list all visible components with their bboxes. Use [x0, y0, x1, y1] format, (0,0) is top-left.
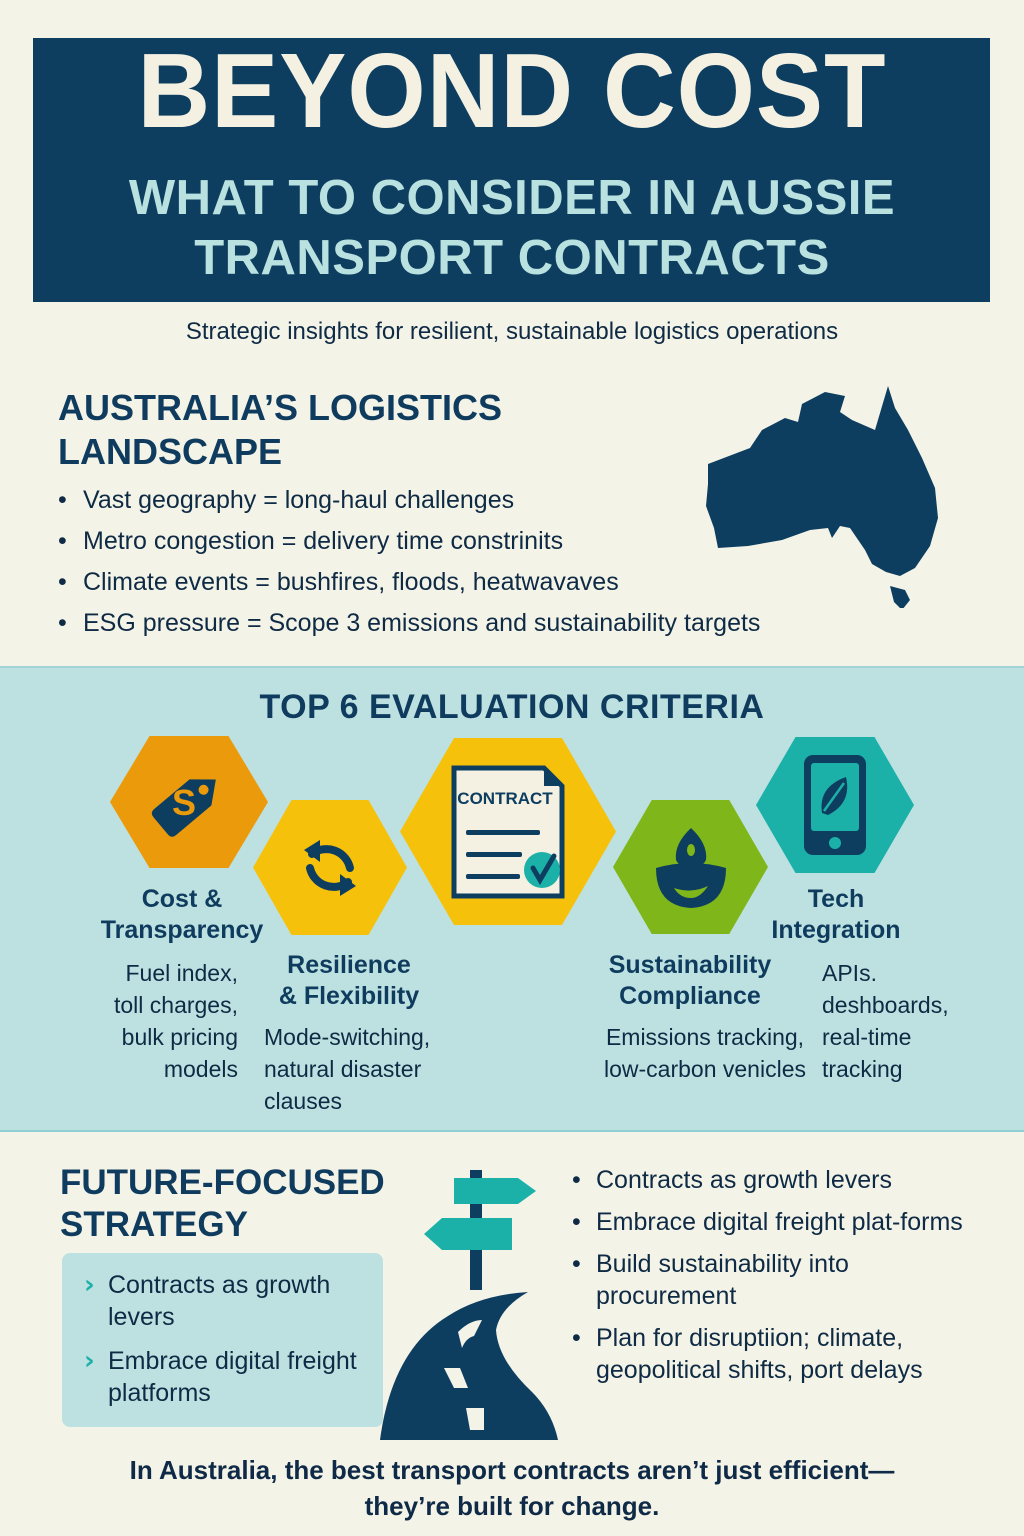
landscape-item: Climate events = bushfires, floods, heat… [58, 562, 878, 603]
future-list: Contracts as growth levers Embrace digit… [572, 1164, 992, 1396]
eco-drop-icon [655, 828, 726, 908]
contract-document-icon: CONTRACT [451, 765, 565, 898]
criterion-resilience-label: Resilience & Flexibility [264, 950, 434, 1012]
future-list-item: Plan for disruptiion; climate, geopoliti… [572, 1322, 992, 1386]
future-list-item: Contracts as growth levers [572, 1164, 992, 1196]
svg-text:S: S [172, 782, 196, 823]
page-subtitle: WHAT TO CONSIDER IN AUSSIE TRANSPORT CON… [0, 168, 1024, 288]
criteria-heading: TOP 6 EVALUATION CRITERIA [259, 688, 765, 726]
label-line: Sustainability [608, 951, 772, 979]
callout-item: › Embrace digital freight platforms [84, 1345, 371, 1409]
criterion-resilience-desc: Mode-switching, natural disaster clauses [264, 1021, 474, 1117]
subtitle-line-2: TRANSPORT CONTRACTS [194, 231, 830, 285]
desc-line: Fuel index, [125, 960, 238, 986]
callout-text: Embrace digital freight platforms [108, 1347, 357, 1407]
desc-line: bulk pricing [121, 1024, 238, 1050]
page-title: BEYOND COST [137, 32, 887, 150]
desc-line: models [163, 1056, 238, 1082]
criterion-cost-label: Cost & Transparency [92, 884, 272, 946]
header-banner [33, 38, 990, 302]
future-callout-box: › Contracts as growth levers › Embrace d… [62, 1253, 383, 1427]
label-line: Integration [771, 916, 901, 944]
criterion-tech-label: Tech Integration [760, 884, 912, 946]
desc-line: natural disaster [264, 1056, 422, 1082]
svg-text:CONTRACT: CONTRACT [457, 789, 553, 808]
criterion-sustainability-desc: Emissions tracking, low-carbon venicles [585, 1021, 825, 1085]
criterion-cost-desc: Fuel index, toll charges, bulk pricing m… [88, 957, 238, 1085]
label-line: Resilience [287, 951, 411, 979]
contract-hexagon: CONTRACT [400, 738, 616, 925]
criterion-tech-desc: APIs. deshboards, real-time tracking [822, 957, 982, 1085]
signpost-road-icon [380, 1170, 558, 1440]
future-heading: FUTURE-FOCUSED STRATEGY [60, 1162, 400, 1246]
callout-text: Contracts as growth levers [108, 1271, 331, 1331]
desc-line: tracking [822, 1056, 903, 1082]
criterion-sustainability-label: Sustainability Compliance [592, 950, 788, 1012]
tagline: Strategic insights for resilient, sustai… [185, 318, 839, 345]
chevron-right-icon: › [84, 1346, 95, 1376]
refresh-cycle-icon [304, 839, 356, 896]
landscape-item: Metro congestion = delivery time constri… [58, 521, 878, 562]
label-line: Transparency [100, 916, 264, 944]
footer-line-2: they’re built for change. [364, 1491, 660, 1521]
callout-item: › Contracts as growth levers [84, 1269, 371, 1333]
desc-line: toll charges, [113, 992, 238, 1018]
desc-line: low-carbon venicles [604, 1056, 806, 1082]
chevron-right-icon: › [84, 1270, 95, 1300]
future-list-item: Embrace digital freight plat-forms [572, 1206, 992, 1238]
desc-line: clauses [264, 1088, 342, 1114]
label-line: Tech [807, 885, 865, 913]
label-line: & Flexibility [278, 982, 420, 1010]
price-tag-icon: S [151, 779, 216, 837]
landscape-heading-line-2: LANDSCAPE [58, 431, 283, 472]
australia-map-icon [706, 386, 938, 608]
desc-line: Mode-switching, [264, 1024, 431, 1050]
landscape-item: Vast geography = long-haul challenges [58, 480, 878, 521]
desc-line: Emissions tracking, [605, 1024, 805, 1050]
label-line: Compliance [619, 982, 761, 1010]
footer-line-1: In Australia, the best transport contrac… [129, 1455, 895, 1485]
landscape-list: Vast geography = long-haul challenges Me… [58, 480, 878, 644]
subtitle-line-1: WHAT TO CONSIDER IN AUSSIE [128, 171, 896, 225]
smartphone-leaf-icon [804, 755, 866, 855]
desc-line: APIs. [822, 960, 877, 986]
label-line: Cost & [141, 885, 223, 913]
landscape-heading-line-1: AUSTRALIA’S LOGISTICS [58, 387, 503, 428]
footer-quote: In Australia, the best transport contrac… [0, 1452, 1024, 1524]
future-list-item: Build sustainability into procurement [572, 1248, 992, 1312]
landscape-heading: AUSTRALIA’S LOGISTICS LANDSCAPE [58, 386, 618, 474]
desc-line: real-time [822, 1024, 912, 1050]
future-heading-line-2: STRATEGY [60, 1205, 248, 1244]
desc-line: deshboards, [822, 992, 949, 1018]
landscape-item: ESG pressure = Scope 3 emissions and sus… [58, 603, 878, 644]
future-heading-line-1: FUTURE-FOCUSED [60, 1163, 385, 1202]
